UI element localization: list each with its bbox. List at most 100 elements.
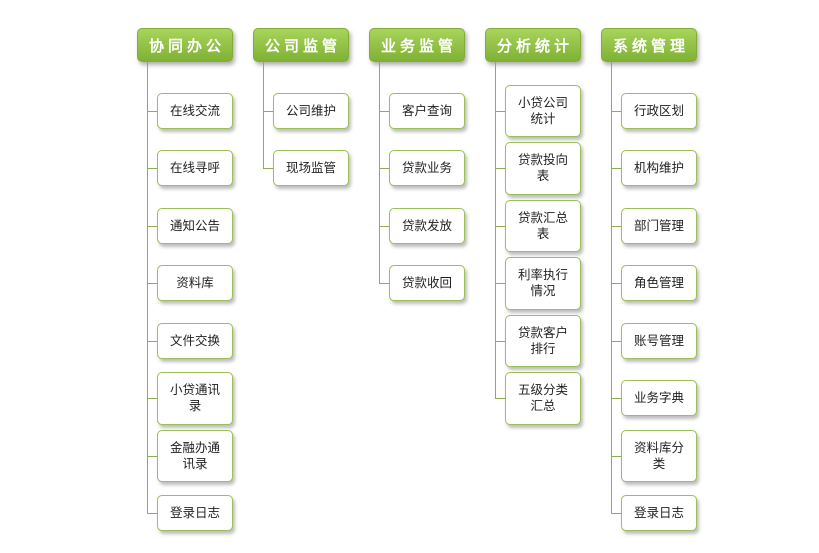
branch-header: 分析统计 — [485, 28, 581, 62]
tree-horizontal-connector — [379, 283, 389, 285]
tree-horizontal-connector — [611, 110, 621, 112]
tree-vertical-connector — [263, 62, 264, 169]
tree-horizontal-connector — [379, 110, 389, 112]
tree-horizontal-connector — [263, 110, 273, 112]
branch-header: 业务监管 — [369, 28, 465, 62]
tree-node: 金融办通讯录 — [157, 429, 233, 482]
tree-node: 小贷通讯录 — [157, 372, 233, 425]
tree-node: 在线寻呼 — [157, 150, 233, 187]
tree-node: 行政区划 — [621, 92, 697, 129]
branch-header: 公司监管 — [253, 28, 349, 62]
tree-horizontal-connector — [495, 225, 505, 227]
tree-node-slot: 登录日志 — [601, 485, 731, 543]
tree-node: 五级分类汇总 — [505, 372, 581, 425]
tree-vertical-connector — [611, 62, 612, 514]
branch-column-4: 分析统计小贷公司统计贷款投向表贷款汇总表利率执行情况贷款客户排行五级分类汇总 — [485, 28, 615, 427]
tree-horizontal-connector — [147, 455, 157, 457]
tree-horizontal-connector — [263, 168, 273, 170]
tree-node: 账号管理 — [621, 322, 697, 359]
tree-node-slot: 利率执行情况 — [485, 255, 615, 313]
tree-vertical-connector — [379, 62, 380, 284]
tree-node: 部门管理 — [621, 207, 697, 244]
branch-header: 协同办公 — [137, 28, 233, 62]
tree-node-slot: 公司维护 — [253, 82, 383, 140]
tree-horizontal-connector — [147, 513, 157, 515]
branch-children: 行政区划机构维护部门管理角色管理账号管理业务字典资料库分类登录日志 — [601, 62, 731, 542]
tree-node: 登录日志 — [157, 495, 233, 532]
tree-node-slot: 在线交流 — [137, 82, 267, 140]
tree-node: 在线交流 — [157, 92, 233, 129]
tree-node: 小贷公司统计 — [505, 84, 581, 137]
tree-horizontal-connector — [611, 513, 621, 515]
tree-node: 贷款投向表 — [505, 142, 581, 195]
tree-horizontal-connector — [147, 398, 157, 400]
tree-node: 角色管理 — [621, 265, 697, 302]
tree-node-slot: 资料库 — [137, 255, 267, 313]
tree-node: 机构维护 — [621, 150, 697, 187]
tree-node-slot: 五级分类汇总 — [485, 370, 615, 428]
tree-node: 资料库分类 — [621, 429, 697, 482]
branch-column-2: 公司监管公司维护现场监管 — [253, 28, 383, 197]
branch-column-5: 系统管理行政区划机构维护部门管理角色管理账号管理业务字典资料库分类登录日志 — [601, 28, 731, 542]
tree-horizontal-connector — [379, 225, 389, 227]
tree-node-slot: 行政区划 — [601, 82, 731, 140]
tree-horizontal-connector — [147, 225, 157, 227]
tree-node: 贷款业务 — [389, 150, 465, 187]
tree-node: 现场监管 — [273, 150, 349, 187]
tree-node-slot: 角色管理 — [601, 255, 731, 313]
tree-horizontal-connector — [147, 110, 157, 112]
tree-horizontal-connector — [495, 340, 505, 342]
tree-horizontal-connector — [611, 398, 621, 400]
tree-node: 贷款收回 — [389, 265, 465, 302]
tree-node-slot: 机构维护 — [601, 140, 731, 198]
tree-node-slot: 贷款汇总表 — [485, 197, 615, 255]
tree-vertical-connector — [495, 62, 496, 399]
branch-column-3: 业务监管客户查询贷款业务贷款发放贷款收回 — [369, 28, 499, 312]
tree-horizontal-connector — [611, 168, 621, 170]
tree-node-slot: 贷款收回 — [369, 255, 499, 313]
tree-node-slot: 小贷公司统计 — [485, 82, 615, 140]
tree-node-slot: 金融办通讯录 — [137, 427, 267, 485]
branch-children: 客户查询贷款业务贷款发放贷款收回 — [369, 62, 499, 312]
tree-node: 贷款客户排行 — [505, 314, 581, 367]
branch-children: 小贷公司统计贷款投向表贷款汇总表利率执行情况贷款客户排行五级分类汇总 — [485, 62, 615, 427]
tree-horizontal-connector — [611, 455, 621, 457]
tree-horizontal-connector — [495, 168, 505, 170]
tree-node: 通知公告 — [157, 207, 233, 244]
tree-node-slot: 登录日志 — [137, 485, 267, 543]
tree-node: 贷款汇总表 — [505, 199, 581, 252]
branch-children: 公司维护现场监管 — [253, 62, 383, 197]
tree-node: 公司维护 — [273, 92, 349, 129]
tree-node-slot: 贷款投向表 — [485, 140, 615, 198]
tree-node-slot: 业务字典 — [601, 370, 731, 428]
tree-node-slot: 贷款客户排行 — [485, 312, 615, 370]
tree-node-slot: 贷款业务 — [369, 140, 499, 198]
tree-node-slot: 客户查询 — [369, 82, 499, 140]
branch-column-1: 协同办公在线交流在线寻呼通知公告资料库文件交换小贷通讯录金融办通讯录登录日志 — [137, 28, 267, 542]
tree-node: 客户查询 — [389, 92, 465, 129]
tree-node: 资料库 — [157, 265, 233, 302]
tree-horizontal-connector — [611, 283, 621, 285]
tree-node-slot: 小贷通讯录 — [137, 370, 267, 428]
tree-node: 利率执行情况 — [505, 257, 581, 310]
tree-node-slot: 部门管理 — [601, 197, 731, 255]
tree-horizontal-connector — [495, 398, 505, 400]
tree-node-slot: 资料库分类 — [601, 427, 731, 485]
tree-horizontal-connector — [611, 225, 621, 227]
tree-horizontal-connector — [379, 168, 389, 170]
tree-horizontal-connector — [147, 340, 157, 342]
tree-node-slot: 贷款发放 — [369, 197, 499, 255]
tree-node-slot: 通知公告 — [137, 197, 267, 255]
tree-node-slot: 现场监管 — [253, 140, 383, 198]
tree-horizontal-connector — [495, 110, 505, 112]
tree-horizontal-connector — [495, 283, 505, 285]
tree-node: 登录日志 — [621, 495, 697, 532]
tree-node-slot: 文件交换 — [137, 312, 267, 370]
tree-horizontal-connector — [611, 340, 621, 342]
tree-node-slot: 账号管理 — [601, 312, 731, 370]
tree-vertical-connector — [147, 62, 148, 514]
tree-node: 贷款发放 — [389, 207, 465, 244]
tree-horizontal-connector — [147, 168, 157, 170]
tree-horizontal-connector — [147, 283, 157, 285]
branch-header: 系统管理 — [601, 28, 697, 62]
